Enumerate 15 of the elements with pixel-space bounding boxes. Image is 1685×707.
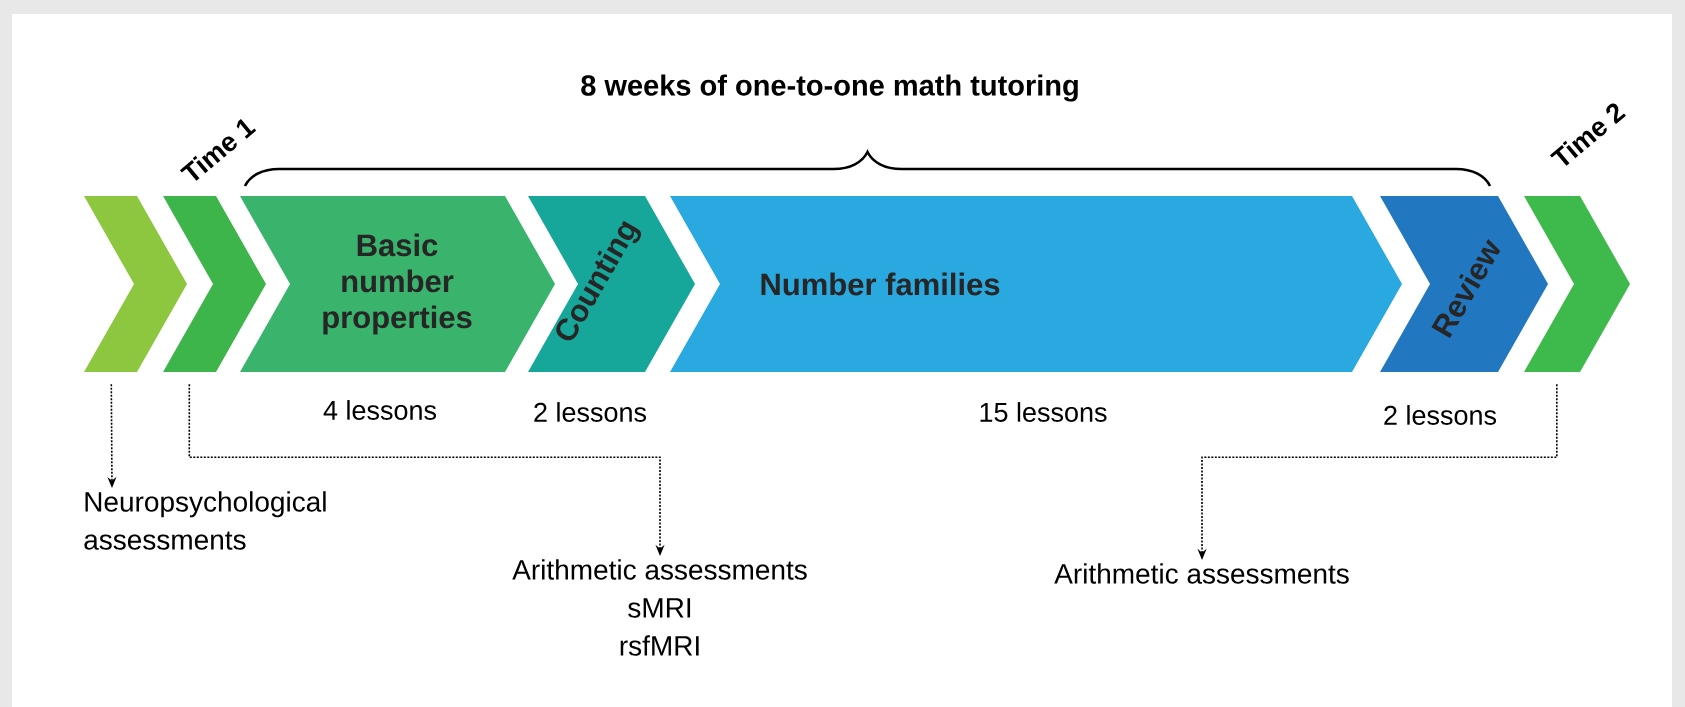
duration-label: 2 lessons	[534, 402, 647, 422]
timepoint-segment	[84, 196, 187, 372]
time-label: Time 2	[1549, 103, 1626, 166]
assessment-text: Arithmetic assessments sMRI rsfMRI	[512, 559, 807, 656]
duration-label: 4 lessons	[323, 400, 437, 420]
assessment-text: Neuropsychological assessments	[84, 491, 326, 550]
timeline-segment: Basic number properties	[240, 196, 555, 372]
timepoint-segment	[163, 196, 266, 372]
time-label: Time 1	[179, 119, 257, 181]
timepoint-segment	[1524, 196, 1630, 372]
timeline-segment: Number families	[670, 196, 1402, 372]
assessment-text: Arithmetic assessments	[1054, 563, 1349, 584]
duration-label: 2 lessons	[1384, 405, 1497, 425]
duration-label: 15 lessons	[980, 402, 1107, 422]
title: 8 weeks of one-to-one math tutoring	[581, 74, 1078, 102]
